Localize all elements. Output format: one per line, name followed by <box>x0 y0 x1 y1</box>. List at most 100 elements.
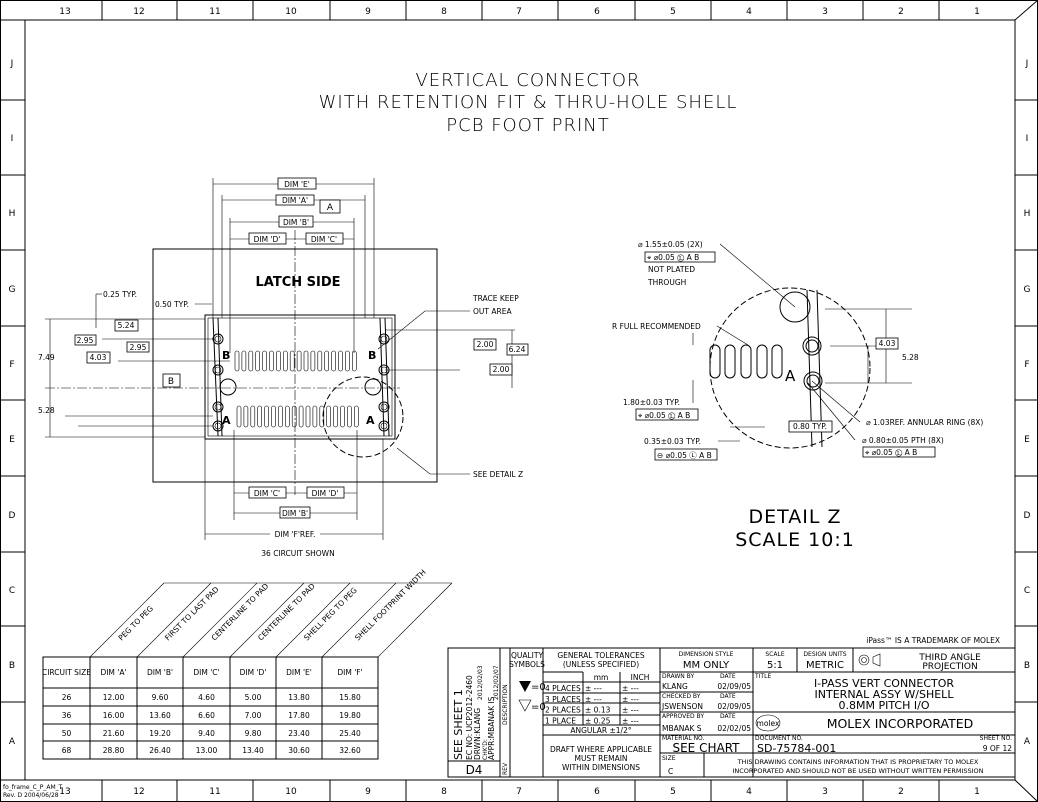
draft-note: MUST REMAIN <box>574 754 627 763</box>
molex-logo-text: molex <box>757 719 780 728</box>
tol-row-mm: ± 0.13 <box>585 706 611 715</box>
dim-e-label: DIM 'E' <box>284 180 310 189</box>
title-block: SEE SHEET 1 EC NO: UCP2012-2460 DRWN:KLA… <box>447 647 1016 778</box>
hole-tolerance-frame: ⌖ ⌀0.05 Ⓛ A B <box>647 253 699 262</box>
annular-ring-note: ⌀ 1.03REF. ANNULAR RING (8X) <box>866 418 983 427</box>
pad-slot <box>276 350 281 372</box>
slot-width-tolerance-frame: ⊖ ⌀0.05 Ⓛ A B <box>657 451 712 460</box>
see-detail-z-note: SEE DETAIL Z <box>473 470 523 479</box>
peg-hole <box>378 401 390 413</box>
part-title: 0.8MM PITCH I/O <box>839 699 930 712</box>
detail-slot <box>709 344 721 379</box>
note-0-25-typ: 0.25 TYP. <box>103 290 137 299</box>
document-label: DOCUMENT NO. <box>755 735 803 742</box>
detail-z-scale: SCALE 10:1 <box>735 529 855 551</box>
title-line: PCB FOOT PRINT <box>446 115 609 136</box>
table-header: DIM 'B' <box>147 668 173 677</box>
table-cell: 32.60 <box>339 746 361 755</box>
datum-a-marker: A <box>366 414 375 427</box>
column-label: 4 <box>746 7 752 17</box>
datum-b-marker: B <box>222 349 230 362</box>
row-label: H <box>1024 209 1031 219</box>
pad-slot <box>255 350 260 372</box>
pad-slot <box>234 350 240 372</box>
dim-2-00: 2.00 <box>477 340 494 349</box>
slot-length-note: 1.80±0.03 TYP. <box>623 398 680 407</box>
pad-slot <box>289 350 295 372</box>
row-label: A <box>1024 737 1031 747</box>
row-label: I <box>11 134 14 144</box>
column-label: 10 <box>285 7 297 17</box>
detail-slot <box>771 344 783 379</box>
circuit-shown-note: 36 CIRCUIT SHOWN <box>261 549 334 558</box>
column-label: 7 <box>516 7 522 17</box>
quality-symbol-value: =0 <box>531 682 546 693</box>
pad-slot <box>298 405 304 428</box>
dim-5-24: 5.24 <box>118 321 135 330</box>
table-cell: 26 <box>62 693 72 702</box>
dim-style-label: DIMENSION STYLE <box>679 651 734 658</box>
projection-symbol-icon <box>858 654 870 666</box>
pad-slot <box>248 350 254 372</box>
revision: D4 <box>466 763 483 777</box>
column-label: 2 <box>898 787 904 797</box>
column-label: 12 <box>133 7 144 17</box>
pad-slot <box>310 350 316 372</box>
table-cell: 4.60 <box>198 693 215 702</box>
row-label: D <box>1024 511 1031 521</box>
quality-filled-triangle-icon <box>519 681 531 692</box>
approved-date: 02/02/05 <box>717 724 751 733</box>
row-label: E <box>1024 435 1030 445</box>
rev-approved: APPR:MBANAK IS <box>487 696 496 760</box>
dim-c-label: DIM 'C' <box>311 235 337 244</box>
row-label: F <box>9 360 14 370</box>
drawing-title: VERTICAL CONNECTOR WITH RETENTION FIT & … <box>319 70 737 136</box>
table-header: DIM 'F' <box>337 668 362 677</box>
frame-note: fo_frame_C_P_AM_T <box>3 784 63 791</box>
pad-slot <box>345 350 350 372</box>
table-cell: 21.60 <box>103 729 125 738</box>
tolerances-title: GENERAL TOLERANCES <box>557 651 645 660</box>
dim-d-label: DIM 'D' <box>254 235 281 244</box>
pad-slot <box>250 405 256 428</box>
table-cell: 12.00 <box>103 693 125 702</box>
units-label: DESIGN UNITS <box>803 651 846 658</box>
table-cell: 6.60 <box>198 711 215 720</box>
dim-4-03: 4.03 <box>90 353 107 362</box>
quality-label: QUALITY <box>511 651 543 660</box>
tol-row-label: 1 PLACE <box>545 716 576 725</box>
pad-slot <box>319 405 325 428</box>
table-header: DIM 'A' <box>100 668 126 677</box>
column-label: 9 <box>365 787 371 797</box>
slot-tolerance-frame: ⌖ ⌀0.05 Ⓛ A B <box>638 411 690 420</box>
drawn-by: KLANG <box>662 682 688 691</box>
pad-slot <box>262 350 267 372</box>
r-full-note: R FULL RECOMMENDED <box>612 322 701 331</box>
tol-row-label: 2 PLACES <box>545 706 581 715</box>
dim-2-00: 2.00 <box>493 365 510 374</box>
pad-slot <box>257 405 263 428</box>
rev-date: 2012/02/07 <box>493 665 500 700</box>
tol-row-label: 4 PLACES <box>545 684 581 693</box>
tol-row-inch: ± --- <box>622 706 639 715</box>
datum-a-marker: A <box>222 414 231 427</box>
detail-slot <box>756 344 768 379</box>
latch-hole-left <box>219 378 237 396</box>
pad-slot <box>271 405 276 428</box>
table-cell: 15.80 <box>339 693 361 702</box>
datum-b-box: B <box>168 377 174 387</box>
detail-z-view: A 4.03 5.28 ⌀ 1.55±0.05 (2X) ⌖ ⌀0.05 Ⓛ A… <box>612 240 983 551</box>
proprietary-note: THIS DRAWING CONTAINS INFORMATION THAT I… <box>737 758 979 766</box>
column-label: 4 <box>746 787 752 797</box>
date-label: DATE <box>720 713 736 720</box>
scale-label: SCALE <box>765 651 784 658</box>
table-cell: 50 <box>62 729 72 738</box>
connector-outline <box>204 314 396 440</box>
trace-keep-out-note: OUT AREA <box>473 307 512 316</box>
pad-slot <box>269 350 274 372</box>
row-label: H <box>9 209 16 219</box>
column-label: 12 <box>133 787 144 797</box>
dim-5-28: 5.28 <box>38 406 55 415</box>
table-cell: 30.60 <box>288 746 310 755</box>
